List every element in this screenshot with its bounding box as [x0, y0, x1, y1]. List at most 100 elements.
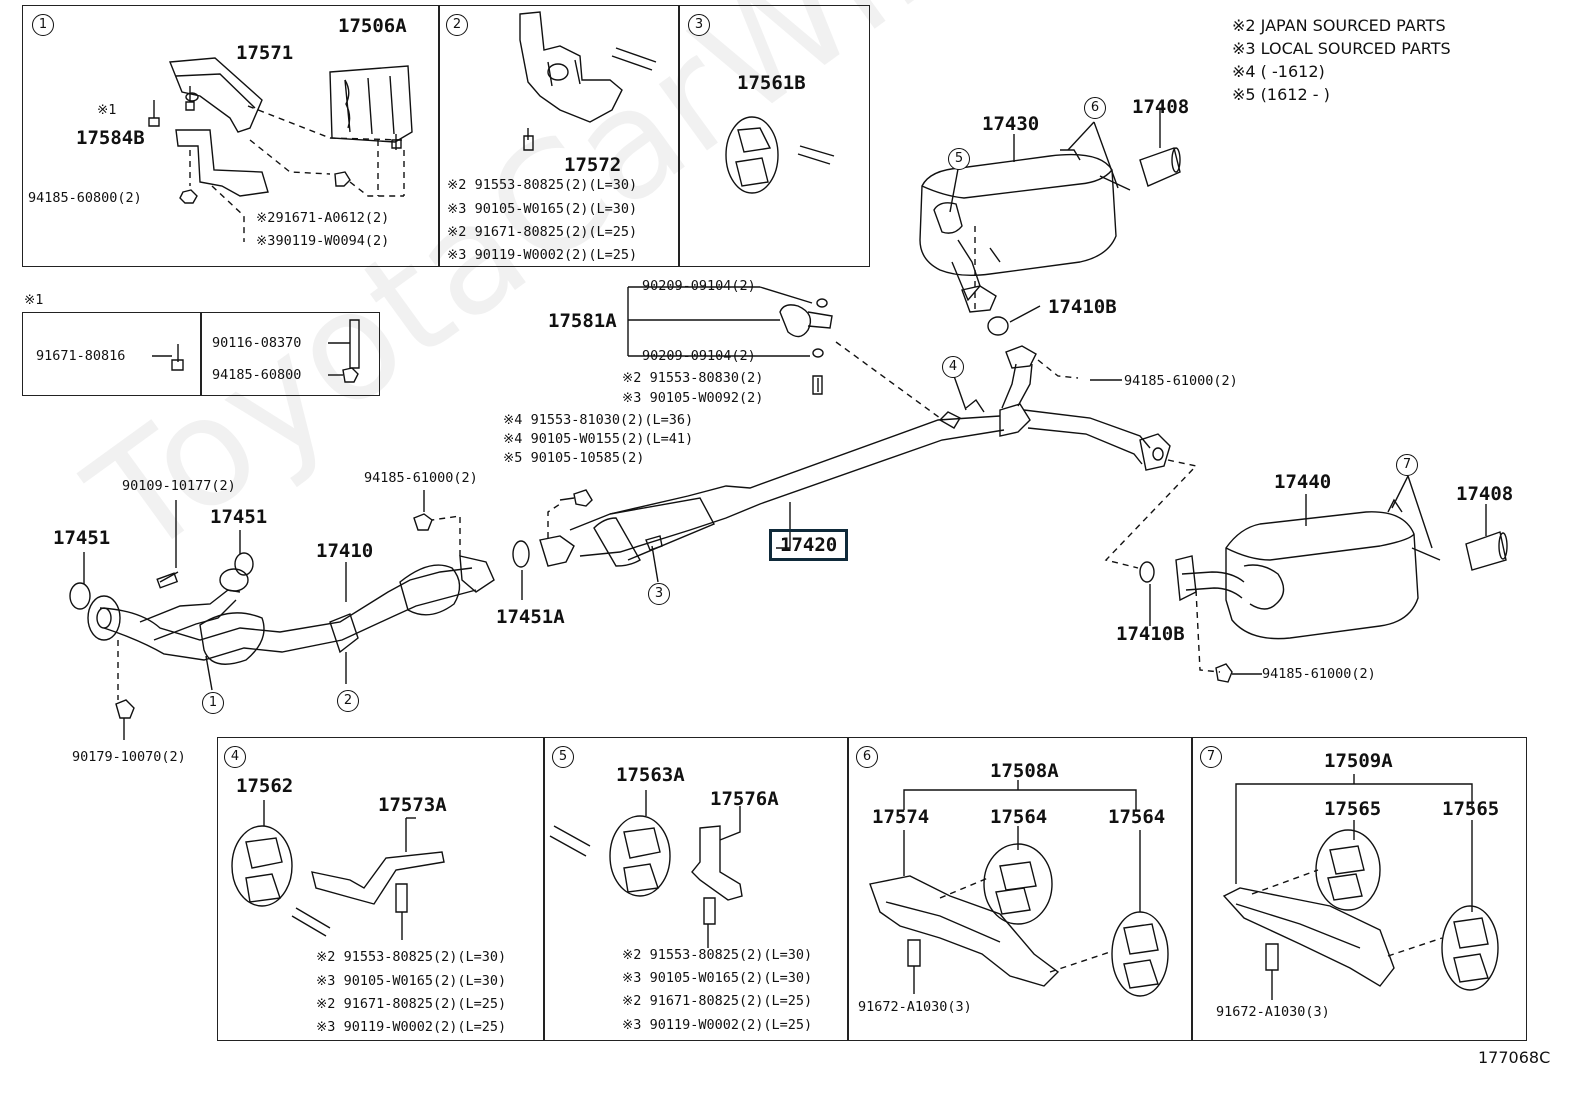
label-91553-81030: ※4 91553-81030(2)(L=36) — [503, 412, 694, 428]
label-90209-09104-lower: 90209-09104(2) — [642, 348, 756, 364]
label-17565-right: 17565 — [1442, 798, 1500, 820]
panel-box-1 — [22, 5, 440, 267]
box5-number: 5 — [552, 746, 574, 768]
hanger-17581A-drawing — [780, 299, 832, 394]
legend-note-5: ※5 (1612 - ) — [1232, 85, 1330, 104]
figure-code: 177068C — [1478, 1048, 1551, 1067]
callout-1-main: 1 — [202, 692, 224, 714]
box3-number: 3 — [688, 14, 710, 36]
label-91671-A0612: ※291671-A0612(2) — [256, 210, 390, 226]
box4-spec-2: ※3 90105-W0165(2)(L=30) — [316, 973, 507, 989]
note1-mark-box1: ※1 — [97, 102, 117, 118]
box5-spec-3: ※2 91671-80825(2)(L=25) — [622, 993, 813, 1009]
label-94185-61000-upper: 94185-61000(2) — [1124, 373, 1238, 389]
label-17563A: 17563A — [616, 764, 685, 786]
box5-spec-1: ※2 91553-80825(2)(L=30) — [622, 947, 813, 963]
callout-6-main: 6 — [1084, 97, 1106, 119]
label-17420-highlighted: 17420 — [769, 529, 849, 561]
note1-part-91671-80816: 91671-80816 — [36, 348, 126, 364]
label-17562: 17562 — [236, 775, 294, 797]
legend-note-4: ※4 ( -1612) — [1232, 62, 1325, 81]
note1-part-90116-08370: 90116-08370 — [212, 335, 302, 351]
muffler-17440-drawing — [1140, 500, 1507, 682]
panel-box-7 — [1191, 737, 1527, 1041]
label-17410B-lower: 17410B — [1116, 623, 1185, 645]
label-90109-10177: 90109-10177(2) — [122, 478, 236, 494]
note1-box-left — [22, 312, 202, 396]
label-17564-left: 17564 — [990, 806, 1048, 828]
box4-drawings — [232, 800, 444, 940]
label-90119-W0094: ※390119-W0094(2) — [256, 233, 390, 249]
label-17410B-upper: 17410B — [1048, 296, 1117, 318]
label-17509A: 17509A — [1324, 750, 1393, 772]
box6-drawings — [870, 780, 1168, 996]
label-17564-right: 17564 — [1108, 806, 1166, 828]
label-17573A: 17573A — [378, 794, 447, 816]
panel-box-4 — [217, 737, 545, 1041]
label-94185-61000-lower: 94185-61000(2) — [1262, 666, 1376, 682]
note1-part-94185-60800: 94185-60800 — [212, 367, 302, 383]
box6-number: 6 — [856, 746, 878, 768]
label-17451A: 17451A — [496, 606, 565, 628]
panel-box-6 — [847, 737, 1193, 1041]
bracket-17584B-drawing — [176, 130, 268, 196]
label-90105-W0155: ※4 90105-W0155(2)(L=41) — [503, 431, 694, 447]
box4-spec-3: ※2 91671-80825(2)(L=25) — [316, 996, 507, 1012]
box5-spec-4: ※3 90119-W0002(2)(L=25) — [622, 1017, 813, 1033]
main-dashed-leaders — [118, 226, 1220, 700]
label-17571: 17571 — [236, 42, 294, 64]
label-17410: 17410 — [316, 540, 374, 562]
label-90209-09104-upper: 90209-09104(2) — [642, 278, 756, 294]
box4-spec-4: ※3 90119-W0002(2)(L=25) — [316, 1019, 507, 1035]
label-17408-upper: 17408 — [1132, 96, 1190, 118]
callout-7-main: 7 — [1396, 454, 1418, 476]
box2-number: 2 — [446, 14, 468, 36]
label-17584B: 17584B — [76, 127, 145, 149]
box2-spec-1: ※2 91553-80825(2)(L=30) — [447, 177, 638, 193]
callout-2-main: 2 — [337, 690, 359, 712]
label-94185-60800: 94185-60800(2) — [28, 190, 142, 206]
mount-17561B-drawing — [726, 117, 834, 193]
label-17572: 17572 — [564, 154, 622, 176]
label-17451-mid: 17451 — [210, 506, 268, 528]
box1-dashed-leaders — [190, 106, 404, 242]
label-17561B: 17561B — [737, 72, 806, 94]
box2-spec-3: ※2 91671-80825(2)(L=25) — [447, 224, 638, 240]
label-94185-61000-left: 94185-61000(2) — [364, 470, 478, 486]
callout-4-main: 4 — [942, 356, 964, 378]
box5-drawings — [550, 790, 742, 948]
panel-box-5 — [543, 737, 849, 1041]
box7-drawings — [1224, 774, 1498, 1000]
box4-number: 4 — [224, 746, 246, 768]
center-pipe-17420-drawing — [513, 346, 1170, 567]
legend-japan-sourced: ※2 JAPAN SOURCED PARTS — [1232, 16, 1446, 35]
label-17408-lower: 17408 — [1456, 483, 1514, 505]
label-17581A: 17581A — [548, 310, 617, 332]
label-17565-left: 17565 — [1324, 798, 1382, 820]
panel-box-3 — [678, 5, 870, 267]
label-90179-10070: 90179-10070(2) — [72, 749, 186, 765]
label-17576A: 17576A — [710, 788, 779, 810]
box2-spec-2: ※3 90105-W0165(2)(L=30) — [447, 201, 638, 217]
muffler-17430-drawing — [920, 148, 1180, 335]
label-90105-10585: ※5 90105-10585(2) — [503, 450, 645, 466]
label-17574: 17574 — [872, 806, 930, 828]
label-90105-W0092: ※3 90105-W0092(2) — [622, 390, 764, 406]
callout-5-main: 5 — [948, 148, 970, 170]
label-17506A: 17506A — [338, 15, 407, 37]
heat-shield-17506A-drawing — [330, 66, 412, 142]
panel-box-2 — [438, 5, 680, 267]
label-91553-80830: ※2 91553-80830(2) — [622, 370, 764, 386]
bracket-17571-drawing — [170, 58, 262, 132]
box4-spec-1: ※2 91553-80825(2)(L=30) — [316, 949, 507, 965]
front-pipe-17410-drawing — [70, 500, 494, 664]
box5-spec-2: ※3 90105-W0165(2)(L=30) — [622, 970, 813, 986]
box7-bolt-label: 91672-A1030(3) — [1216, 1004, 1330, 1020]
note1-bolt-drawings — [152, 320, 359, 382]
note1-box-right — [200, 312, 380, 396]
box7-number: 7 — [1200, 746, 1222, 768]
bracket-17572-drawing — [520, 12, 656, 150]
label-17430: 17430 — [982, 113, 1040, 135]
